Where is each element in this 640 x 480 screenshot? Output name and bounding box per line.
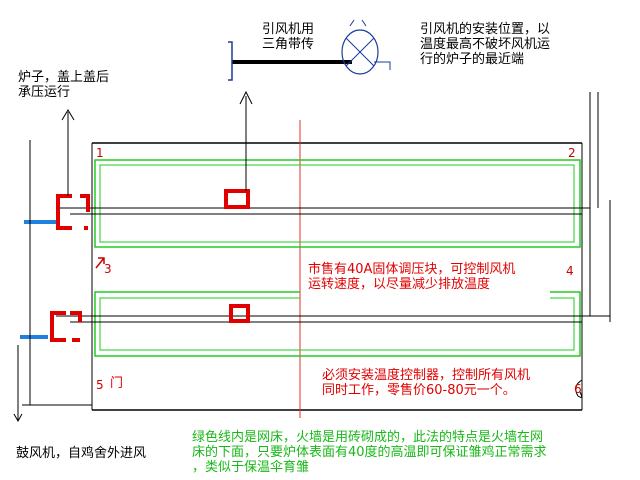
- blower-label: 鼓风机，自鸡舍外进风: [16, 446, 147, 461]
- corner-number-1: 1: [96, 146, 104, 160]
- stove-lid-arrow: [61, 109, 75, 121]
- air-supply-arrow: [13, 413, 23, 423]
- fan-position-label: 引风机的安装位置，以 温度最高不破坏风机运 行的炉子的最近端: [420, 22, 551, 67]
- fan-arrow: [239, 90, 253, 105]
- door-label: 门: [110, 376, 124, 391]
- stove-lid-label: 炉子，盖上盖后 承压运行: [18, 70, 110, 100]
- fan-belt-label: 引风机用 三角带传: [262, 22, 315, 52]
- lower-net-bed-outer: [94, 291, 581, 357]
- lower-net-bed-inner: [99, 297, 575, 351]
- air-supply-line: [22, 140, 92, 406]
- motor-pulley: [228, 41, 233, 81]
- lower-stove: [50, 311, 82, 342]
- corner-number-2: 2: [568, 146, 576, 160]
- upper-stove: [56, 194, 90, 230]
- fire-wall-block-lower: [229, 304, 250, 323]
- fire-wall-block-upper: [224, 189, 250, 209]
- net-bed-note: 绿色线内是网床，火墙是用砖砌成的，此法的特点是火墙在网 床的下面，只要炉体表面有…: [192, 430, 547, 475]
- corner-number-6: 6: [574, 382, 582, 396]
- curve-mark-6: [575, 379, 583, 398]
- corner-number-3: 3: [104, 262, 112, 276]
- arrow-mark-3: [95, 257, 105, 269]
- induced-fan-blades: [345, 19, 391, 70]
- corner-number-4: 4: [566, 264, 574, 278]
- corner-number-5: 5: [96, 378, 104, 392]
- temp-controller-label: 必须安装温度控制器，控制所有风机 同时工作，零售价60-80元一个。: [322, 368, 531, 398]
- upper-net-bed-outer: [94, 159, 581, 248]
- upper-net-bed-inner: [99, 164, 575, 243]
- pressure-module-label: 市售有40A固体调压块，可控制风机 运转速度，以尽量减少排放温度: [308, 262, 516, 292]
- induced-fan-body: [341, 29, 379, 75]
